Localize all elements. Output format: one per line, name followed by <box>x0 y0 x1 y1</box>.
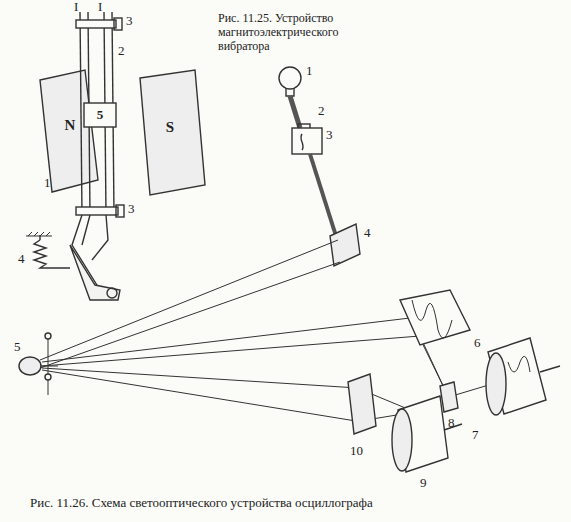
figure-caption: Рис. 11.26. Схема светооптического устро… <box>30 496 373 511</box>
pin-top <box>114 18 122 30</box>
callout-number: 2 <box>118 44 125 59</box>
vibrator-arm <box>40 366 58 367</box>
callout-number: 1 <box>44 176 51 191</box>
lever-arm <box>70 245 120 300</box>
pivot <box>107 288 117 298</box>
mirror <box>330 224 360 266</box>
callout-number: 4 <box>18 252 25 267</box>
drum-end <box>486 353 506 415</box>
callout-number: 3 <box>128 202 135 217</box>
mirror-box <box>84 103 116 127</box>
drum-end <box>392 409 412 471</box>
callout-number: I <box>98 0 102 15</box>
rays <box>40 240 492 422</box>
screen <box>400 290 470 345</box>
callout-number: 2 <box>318 104 325 119</box>
magnet-pole: N <box>52 110 88 140</box>
callout-number: 1 <box>306 64 313 79</box>
callout-number: 4 <box>364 226 371 241</box>
magnet-s <box>140 70 205 195</box>
magnet-pole: S <box>152 112 188 142</box>
terminal <box>45 333 51 339</box>
callout-number: 5 <box>14 340 21 355</box>
bridge-bottom <box>76 207 118 215</box>
callout-number: 10 <box>350 444 363 459</box>
mirror-label: 5 <box>86 105 114 125</box>
spring <box>34 240 70 268</box>
lens <box>348 374 376 434</box>
drum-trace <box>508 356 530 372</box>
terminal <box>45 374 51 380</box>
node-text: N <box>65 117 76 134</box>
callout-number: 3 <box>126 14 133 29</box>
node-text: 5 <box>97 107 104 123</box>
condenser-lens <box>301 134 303 150</box>
callout-number: 6 <box>474 336 481 351</box>
pin-bottom <box>116 205 124 217</box>
light-path <box>290 96 300 128</box>
beam <box>310 154 336 236</box>
drum-axle <box>540 366 560 372</box>
callout-number: I <box>74 0 78 15</box>
bridge-top <box>76 20 116 28</box>
node-text: S <box>166 119 174 136</box>
condenser <box>292 128 322 154</box>
callout-number: 9 <box>420 476 427 491</box>
callout-number: 3 <box>326 128 333 143</box>
figure-caption: Рис. 11.25. Устройство магнитоэлектричес… <box>218 12 336 53</box>
lamp <box>279 67 301 89</box>
lamp-base <box>286 88 294 96</box>
lens <box>440 382 458 412</box>
screen-trace <box>412 300 452 338</box>
spring-anchor <box>26 232 52 236</box>
vibrator-mirror <box>19 357 41 375</box>
callout-number: 7 <box>472 428 479 443</box>
callout-number: 8 <box>448 416 455 431</box>
